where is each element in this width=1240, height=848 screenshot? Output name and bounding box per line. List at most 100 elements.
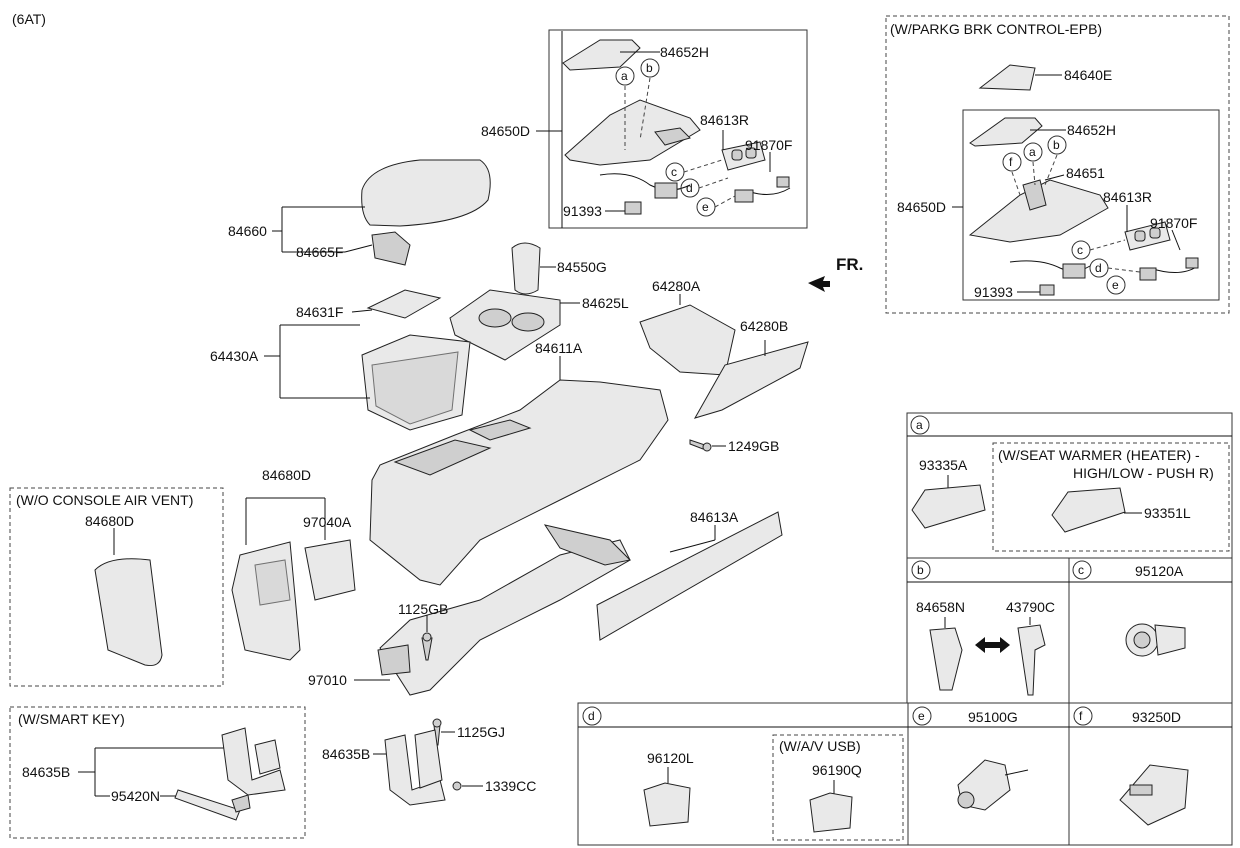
callout-e-top: e [702,200,709,214]
table-callout-d: d [588,709,595,723]
label-64280A: 64280A [652,278,701,294]
epb-switch-part [978,64,1036,91]
label-84635B-smartkey: 84635B [22,764,70,780]
callout-d-epb: d [1095,261,1102,275]
callout-f-epb: f [1009,155,1013,169]
av-usb-sub-box [772,734,904,841]
blank-cover-part [929,627,963,691]
variant-label: (6AT) [12,11,46,27]
console-side-panel-part [596,511,783,641]
label-84613R-top: 84613R [700,112,749,128]
label-84651: 84651 [1066,165,1105,181]
table-callout-b: b [917,563,924,577]
label-84640E: 84640E [1064,67,1112,83]
bracket-84635B-part [384,734,446,806]
label-97040A: 97040A [303,514,352,530]
callout-a-epb: a [1029,145,1036,159]
label-84613A: 84613A [690,509,739,525]
rear-cover-plain-part [94,558,163,666]
seat-warmer-title-1: (W/SEAT WARMER (HEATER) - [998,447,1200,463]
smart-key-title: (W/SMART KEY) [18,711,125,727]
shift-cover-parts [562,39,791,215]
console-side-cover-b-part [693,341,809,419]
callout-b-epb: b [1053,138,1060,152]
main-console-part [369,379,669,586]
label-84658N: 84658N [916,599,965,615]
armrest-part [361,159,491,227]
label-84680D-alt: 84680D [85,513,134,529]
label-84635B-main: 84635B [322,746,370,762]
callout-e-epb: e [1112,278,1119,292]
label-84650D-top: 84650D [481,123,530,139]
epb-inner-box [962,109,1220,301]
label-1125GB: 1125GB [398,601,448,617]
front-arrow-icon [808,276,830,292]
switch-43790C-part [1017,624,1046,696]
no-air-vent-title: (W/O CONSOLE AIR VENT) [16,492,193,508]
epb-inner-parts [968,117,1199,296]
table-callout-a: a [916,418,923,432]
label-95120A: 95120A [1135,563,1184,579]
table-callout-e: e [918,709,925,723]
console-side-cover-a-part [639,304,736,376]
double-arrow-icon [975,637,1010,653]
label-91393-top: 91393 [563,203,602,219]
label-1125GJ: 1125GJ [457,724,505,740]
label-84665F: 84665F [296,244,343,260]
label-93351L: 93351L [1144,505,1191,521]
label-84660: 84660 [228,223,267,239]
mat-part [366,289,442,319]
callout-c-epb: c [1077,243,1083,257]
label-84652H-epb: 84652H [1067,122,1116,138]
seat-warmer-switch-part [911,484,986,529]
label-93250D: 93250D [1132,709,1181,725]
label-96190Q: 96190Q [812,762,862,778]
nut-1339CC-part [452,781,462,791]
aux-jack-part [643,782,691,827]
smart-key-antenna-part [174,789,241,821]
bracket-smartkey-part [221,727,286,796]
label-1339CC: 1339CC [485,778,536,794]
label-84611A: 84611A [535,340,583,356]
seat-warmer-push-switch-part [1051,487,1126,533]
table-callout-c: c [1078,563,1084,577]
epb-switch-93250D-part [1119,764,1189,826]
no-air-vent-box [9,487,224,687]
label-91870F-top: 91870F [745,137,792,153]
cup-holder-insert-part [511,242,541,295]
shift-cover-box [548,29,808,229]
label-64280B: 64280B [740,318,788,334]
air-vent-part [304,539,356,601]
usb-jack-part [809,792,853,833]
callout-a-top: a [621,69,628,83]
label-95420N: 95420N [111,788,160,804]
label-91393-epb: 91393 [974,284,1013,300]
table-callout-f: f [1079,709,1083,723]
callout-d-top: d [686,181,693,195]
front-direction-label: FR. [836,255,863,274]
label-84652H-top: 84652H [660,44,709,60]
label-84550G: 84550G [557,259,607,275]
epb-title: (W/PARKG BRK CONTROL-EPB) [890,21,1102,37]
label-97010: 97010 [308,672,347,688]
parts-table [577,412,1233,846]
epb-box [885,15,1230,314]
callout-c-top: c [671,165,677,179]
label-84650D-epb: 84650D [897,199,946,215]
label-43790C: 43790C [1006,599,1055,615]
armrest-latch-part [371,231,411,266]
label-96120L: 96120L [647,750,694,766]
label-93335A: 93335A [919,457,968,473]
label-84625L: 84625L [582,295,629,311]
callout-b-top: b [646,61,653,75]
seat-warmer-sub-box [992,442,1230,552]
seat-warmer-title-2: HIGH/LOW - PUSH R) [1073,465,1214,481]
label-84613R-epb: 84613R [1103,189,1152,205]
label-95100G: 95100G [968,709,1018,725]
label-91870F-epb: 91870F [1150,215,1197,231]
label-84631F: 84631F [296,304,343,320]
smart-key-box [9,706,306,839]
label-1249GB: 1249GB [728,438,779,454]
label-84680D: 84680D [262,467,311,483]
